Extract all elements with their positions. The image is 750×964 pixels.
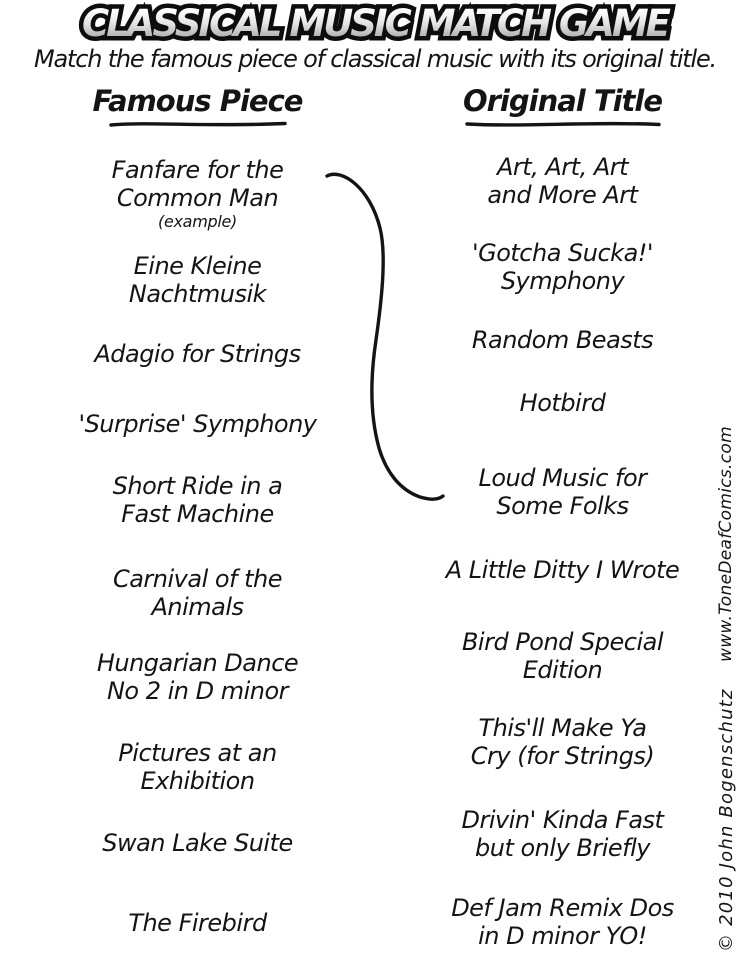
famous-piece-item[interactable]: The Firebird bbox=[30, 909, 365, 937]
copyright-credit: © 2010 John Bogenschutz bbox=[716, 688, 737, 952]
famous-piece-item[interactable]: Fanfare for the Common Man (example) bbox=[30, 156, 365, 231]
original-title-text: Drivin' Kinda Fast but only Briefly bbox=[461, 806, 664, 862]
example-note: (example) bbox=[158, 212, 237, 231]
page-title: CLASSICAL MUSIC MATCH GAME CLASSICAL MUS… bbox=[0, 0, 750, 50]
famous-piece-item[interactable]: Adagio for Strings bbox=[30, 340, 365, 368]
famous-piece-item[interactable]: Short Ride in a Fast Machine bbox=[30, 472, 365, 528]
famous-piece-text: Pictures at an Exhibition bbox=[118, 739, 277, 795]
original-title-item[interactable]: 'Gotcha Sucka!' Symphony bbox=[395, 239, 730, 295]
famous-piece-text: Eine Kleine Nachtmusik bbox=[128, 252, 267, 308]
original-title-item[interactable]: Loud Music for Some Folks bbox=[395, 464, 730, 520]
famous-piece-text: Swan Lake Suite bbox=[102, 829, 293, 857]
header-underline bbox=[108, 121, 287, 127]
original-title-item[interactable]: A Little Ditty I Wrote bbox=[395, 556, 730, 584]
original-title-item[interactable]: Bird Pond Special Edition bbox=[395, 628, 730, 684]
famous-piece-text: The Firebird bbox=[128, 909, 267, 937]
famous-piece-text: Hungarian Dance No 2 in D minor bbox=[96, 649, 299, 705]
famous-piece-header: Famous Piece bbox=[30, 84, 365, 129]
original-title-header: Original Title bbox=[395, 84, 730, 129]
original-title-item[interactable]: Def Jam Remix Dos in D minor YO! bbox=[395, 894, 730, 950]
famous-piece-header-text: Famous Piece bbox=[92, 84, 304, 118]
famous-piece-text: Adagio for Strings bbox=[94, 340, 301, 368]
famous-piece-item[interactable]: 'Surprise' Symphony bbox=[30, 410, 365, 438]
famous-piece-item[interactable]: Swan Lake Suite bbox=[30, 829, 365, 857]
original-title-text: This'll Make Ya Cry (for Strings) bbox=[470, 714, 655, 770]
original-title-text: Art, Art, Art and More Art bbox=[487, 153, 638, 209]
famous-piece-item[interactable]: Pictures at an Exhibition bbox=[30, 739, 365, 795]
famous-piece-text: Carnival of the Animals bbox=[112, 565, 283, 621]
famous-piece-column: Famous Piece Fanfare for the Common Man … bbox=[30, 0, 365, 964]
original-title-text: Random Beasts bbox=[471, 326, 654, 354]
page-title-text: CLASSICAL MUSIC MATCH GAME bbox=[0, 1, 750, 47]
website-credit: www.ToneDeafComics.com bbox=[716, 426, 736, 662]
original-title-text: Bird Pond Special Edition bbox=[461, 628, 664, 684]
original-title-text: Hotbird bbox=[519, 389, 606, 417]
original-title-header-text: Original Title bbox=[462, 84, 663, 118]
famous-piece-item[interactable]: Eine Kleine Nachtmusik bbox=[30, 252, 365, 308]
famous-piece-item[interactable]: Carnival of the Animals bbox=[30, 565, 365, 621]
famous-piece-text: Fanfare for the Common Man bbox=[111, 156, 284, 212]
famous-piece-text: 'Surprise' Symphony bbox=[78, 410, 317, 438]
original-title-text: Def Jam Remix Dos in D minor YO! bbox=[451, 894, 674, 950]
original-title-item[interactable]: Hotbird bbox=[395, 389, 730, 417]
original-title-column: Original Title Art, Art, Art and More Ar… bbox=[395, 0, 730, 964]
original-title-text: A Little Ditty I Wrote bbox=[445, 556, 680, 584]
page-title-outline: CLASSICAL MUSIC MATCH GAME bbox=[0, 0, 750, 50]
original-title-item[interactable]: Drivin' Kinda Fast but only Briefly bbox=[395, 806, 730, 862]
instructions-text: Match the famous piece of classical musi… bbox=[34, 45, 717, 73]
original-title-text: Loud Music for Some Folks bbox=[478, 464, 647, 520]
original-title-item[interactable]: Random Beasts bbox=[395, 326, 730, 354]
original-title-item[interactable]: This'll Make Ya Cry (for Strings) bbox=[395, 714, 730, 770]
famous-piece-text: Short Ride in a Fast Machine bbox=[112, 472, 283, 528]
original-title-item[interactable]: Art, Art, Art and More Art bbox=[395, 153, 730, 209]
header-underline bbox=[464, 121, 661, 127]
original-title-text: 'Gotcha Sucka!' Symphony bbox=[472, 239, 654, 295]
famous-piece-item[interactable]: Hungarian Dance No 2 in D minor bbox=[30, 649, 365, 705]
